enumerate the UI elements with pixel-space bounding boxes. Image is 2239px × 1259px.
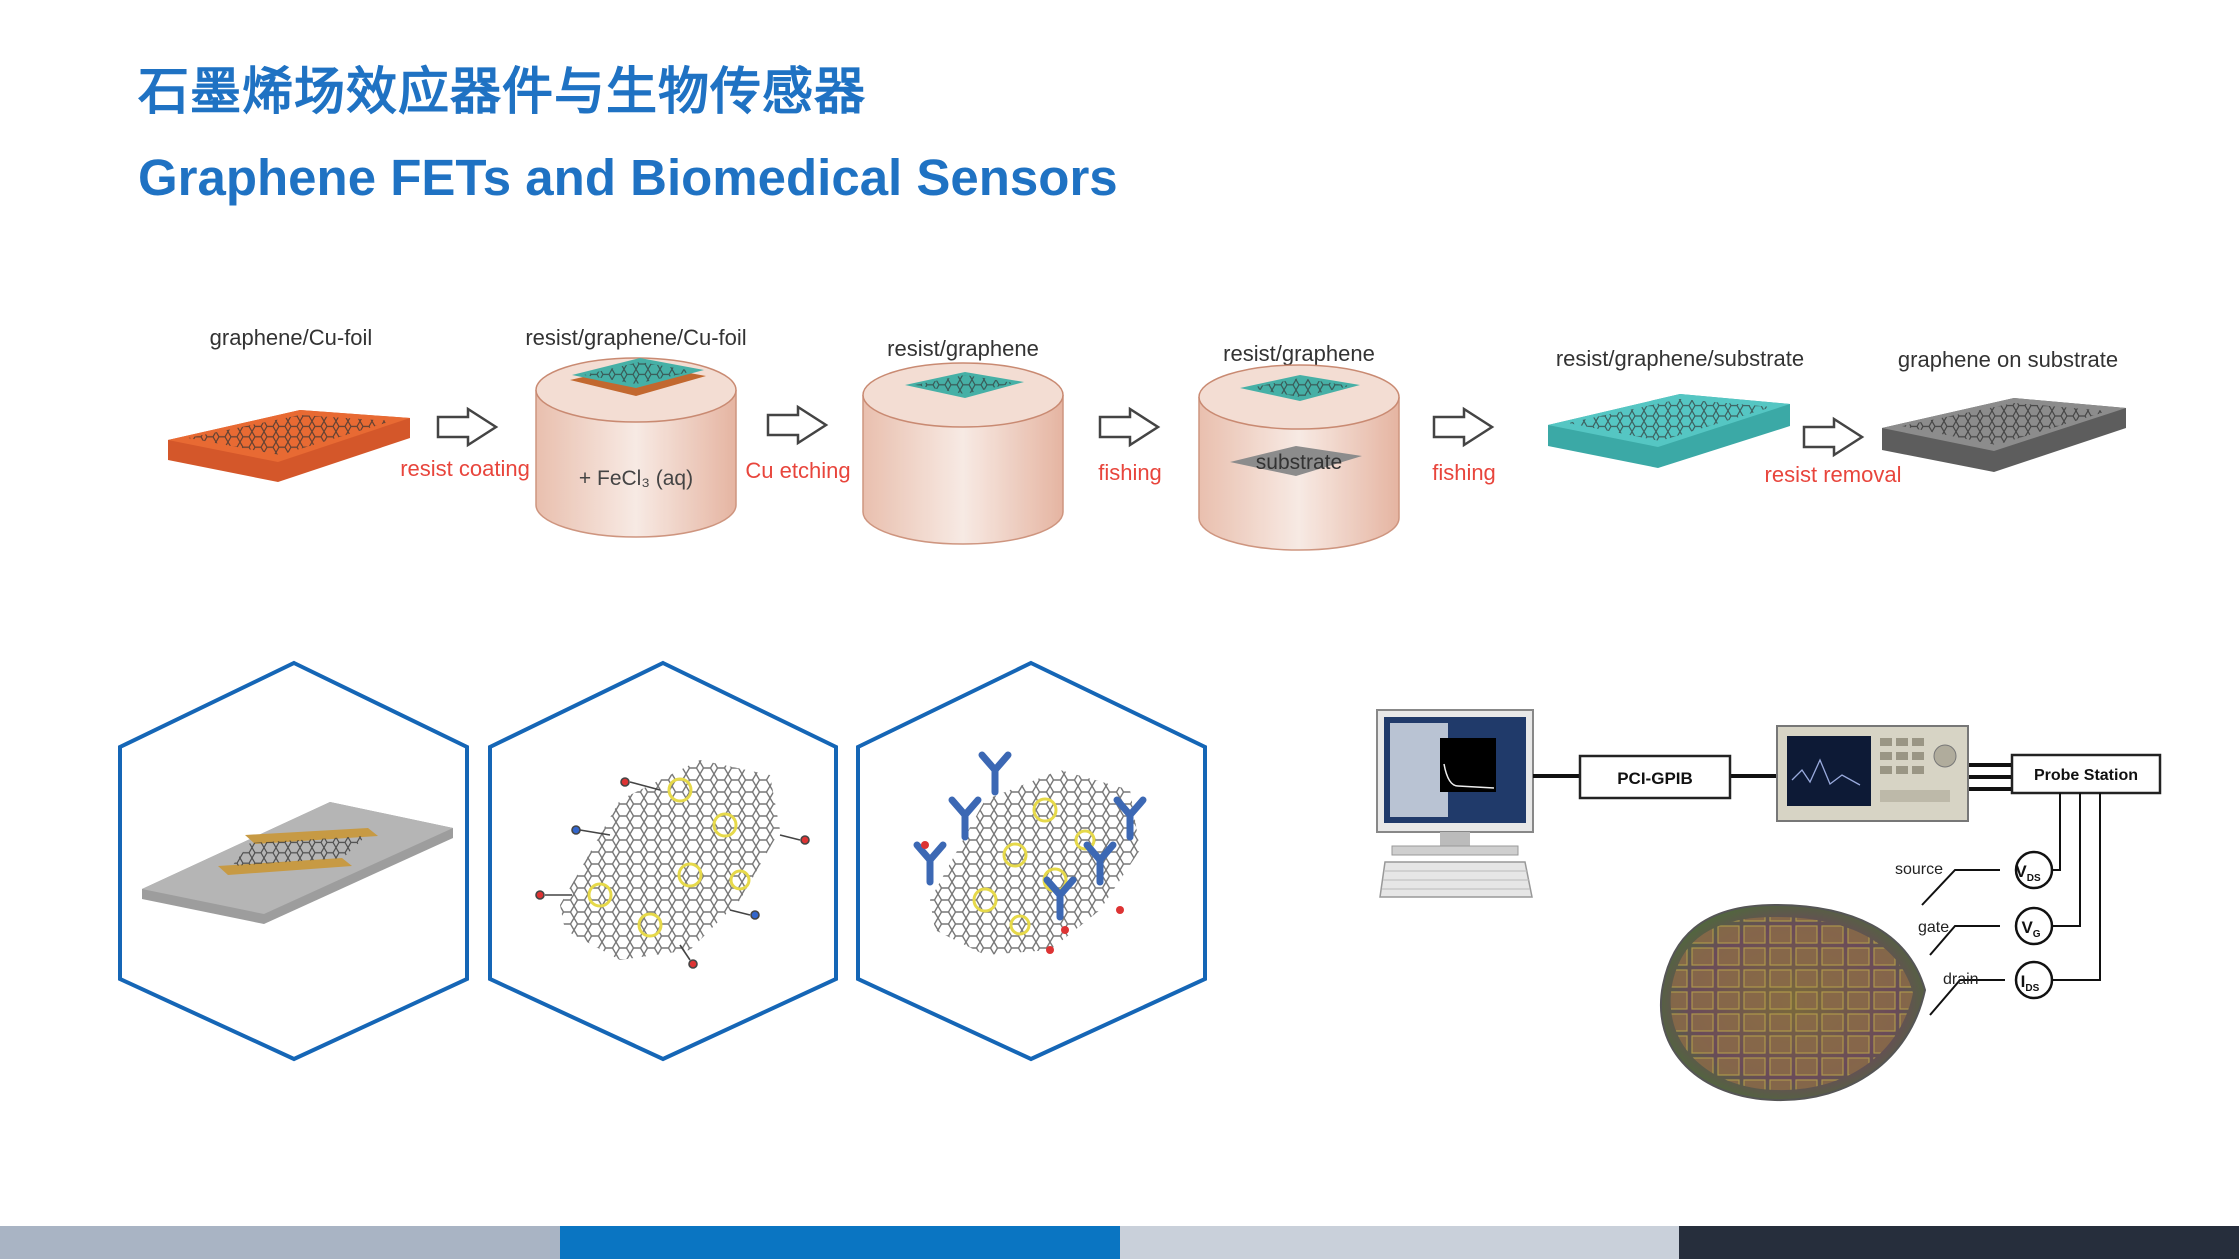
- terminal-labels: source gate drain: [1895, 861, 1979, 988]
- hex-antibodies: [856, 660, 1207, 1062]
- step-label-3: fishing: [1098, 460, 1162, 485]
- stage-label-3: resist/graphene: [887, 336, 1039, 361]
- terminal-ids-symbol: I: [2021, 972, 2026, 991]
- stage-label-6: graphene on substrate: [1898, 347, 2118, 372]
- graphene-channel: [232, 836, 366, 866]
- terminals: VDS VG IDS: [2014, 850, 2054, 1000]
- step-label-4: fishing: [1432, 460, 1496, 485]
- graphene-sheet-2: [930, 770, 1140, 955]
- terminal-vds: [2014, 850, 2054, 890]
- probe-station-label: Probe Station: [2034, 767, 2138, 784]
- stage-beaker-fecl3: resist/graphene/Cu-foil + FeCl₃ (aq): [525, 325, 747, 538]
- terminal-label-gate: gate: [1918, 919, 1949, 936]
- svg-text:VG: VG: [2021, 918, 2040, 940]
- pci-gpib-box: PCI-GPIB: [1578, 754, 1732, 800]
- antibody-icons: [913, 751, 1147, 921]
- linker-molecules-1: [535, 777, 810, 969]
- footer-bar: [0, 1226, 2239, 1259]
- arrow-icon-3: [1098, 406, 1161, 448]
- footer-segment-4: [1679, 1226, 2239, 1259]
- computer-icon: [1376, 709, 1534, 898]
- wafer-image: [1660, 903, 1927, 1102]
- antibody-icon-3: [913, 841, 947, 886]
- page-title-en: Graphene FETs and Biomedical Sensors: [138, 149, 1118, 206]
- step-label-5: resist removal: [1765, 462, 1902, 487]
- stage-label-4: resist/graphene: [1223, 341, 1375, 366]
- terminal-ids: [2014, 960, 2054, 1000]
- page-title-cn: 石墨烯场效应器件与生物传感器: [138, 63, 867, 122]
- stage-on-substrate: resist/graphene/substrate: [1548, 346, 1804, 468]
- antibody-icon-4: [1113, 796, 1147, 841]
- arrow-icon-5: [1802, 416, 1865, 458]
- antibody-icon-5: [1083, 841, 1117, 886]
- hex-functionalized: [488, 660, 838, 1062]
- pyrene-markers-2: [972, 797, 1096, 936]
- terminal-vds-sub: DS: [2027, 873, 2041, 884]
- terminal-vg-sub: G: [2033, 929, 2041, 940]
- footer-segment-2: [559, 1226, 1120, 1259]
- stage-label-5: resist/graphene/substrate: [1556, 346, 1804, 371]
- arrow-icon-1: [436, 406, 499, 448]
- stage-cu-foil: graphene/Cu-foil: [168, 325, 410, 482]
- probe-station-box: Probe Station: [2010, 753, 2162, 795]
- stage-beaker-substrate: resist/graphene substrate: [1198, 341, 1400, 551]
- cables: [1533, 763, 2012, 791]
- measurement-setup: PCI-GPIB Probe Station: [1376, 709, 2162, 1102]
- arrow-icon-2: [766, 404, 829, 446]
- terminal-vg-symbol: V: [2021, 918, 2033, 937]
- substrate-label: substrate: [1256, 451, 1342, 474]
- footer-segment-1: [0, 1226, 560, 1259]
- terminal-ids-sub: DS: [2025, 983, 2039, 994]
- stage-beaker-etched: resist/graphene: [862, 336, 1064, 545]
- terminal-vg: [2014, 906, 2054, 946]
- process-row: graphene/Cu-foil resist coating Cu etchi…: [168, 325, 2126, 551]
- linker-molecules-2: [921, 841, 1124, 954]
- step-label-1: resist coating: [400, 456, 530, 481]
- graphene-sheet-1: [560, 760, 780, 960]
- pyrene-markers-1: [587, 777, 751, 938]
- step-labels: resist coating Cu etching fishing fishin…: [400, 456, 1901, 487]
- electrode-bottom: [218, 858, 352, 875]
- stage-label-1: graphene/Cu-foil: [210, 325, 373, 350]
- electrode-top: [245, 828, 378, 844]
- stage-label-2: resist/graphene/Cu-foil: [525, 325, 746, 350]
- probe-wires: [1921, 793, 2101, 1016]
- terminal-vds-symbol: V: [2015, 862, 2027, 881]
- fecl3-label: + FeCl₃ (aq): [579, 467, 693, 490]
- terminal-label-source: source: [1895, 861, 1943, 878]
- terminal-label-drain: drain: [1943, 971, 1979, 988]
- antibody-icon-6: [1043, 876, 1077, 921]
- hex-device: [118, 660, 469, 1062]
- svg-text:IDS: IDS: [2021, 972, 2040, 994]
- analyzer-icon: [1776, 725, 1969, 822]
- footer-segment-3: [1119, 1226, 1680, 1259]
- process-arrows: [436, 404, 1865, 458]
- hexagon-row: [118, 660, 1207, 1062]
- pci-gpib-label: PCI-GPIB: [1617, 769, 1693, 788]
- antibody-icon-2: [948, 796, 982, 841]
- arrow-icon-4: [1432, 406, 1495, 448]
- svg-text:VDS: VDS: [2015, 862, 2041, 884]
- antibody-icon-1: [978, 751, 1012, 796]
- substrate-shape: [1230, 446, 1362, 476]
- step-label-2: Cu etching: [745, 458, 850, 483]
- stage-final: graphene on substrate: [1882, 347, 2126, 472]
